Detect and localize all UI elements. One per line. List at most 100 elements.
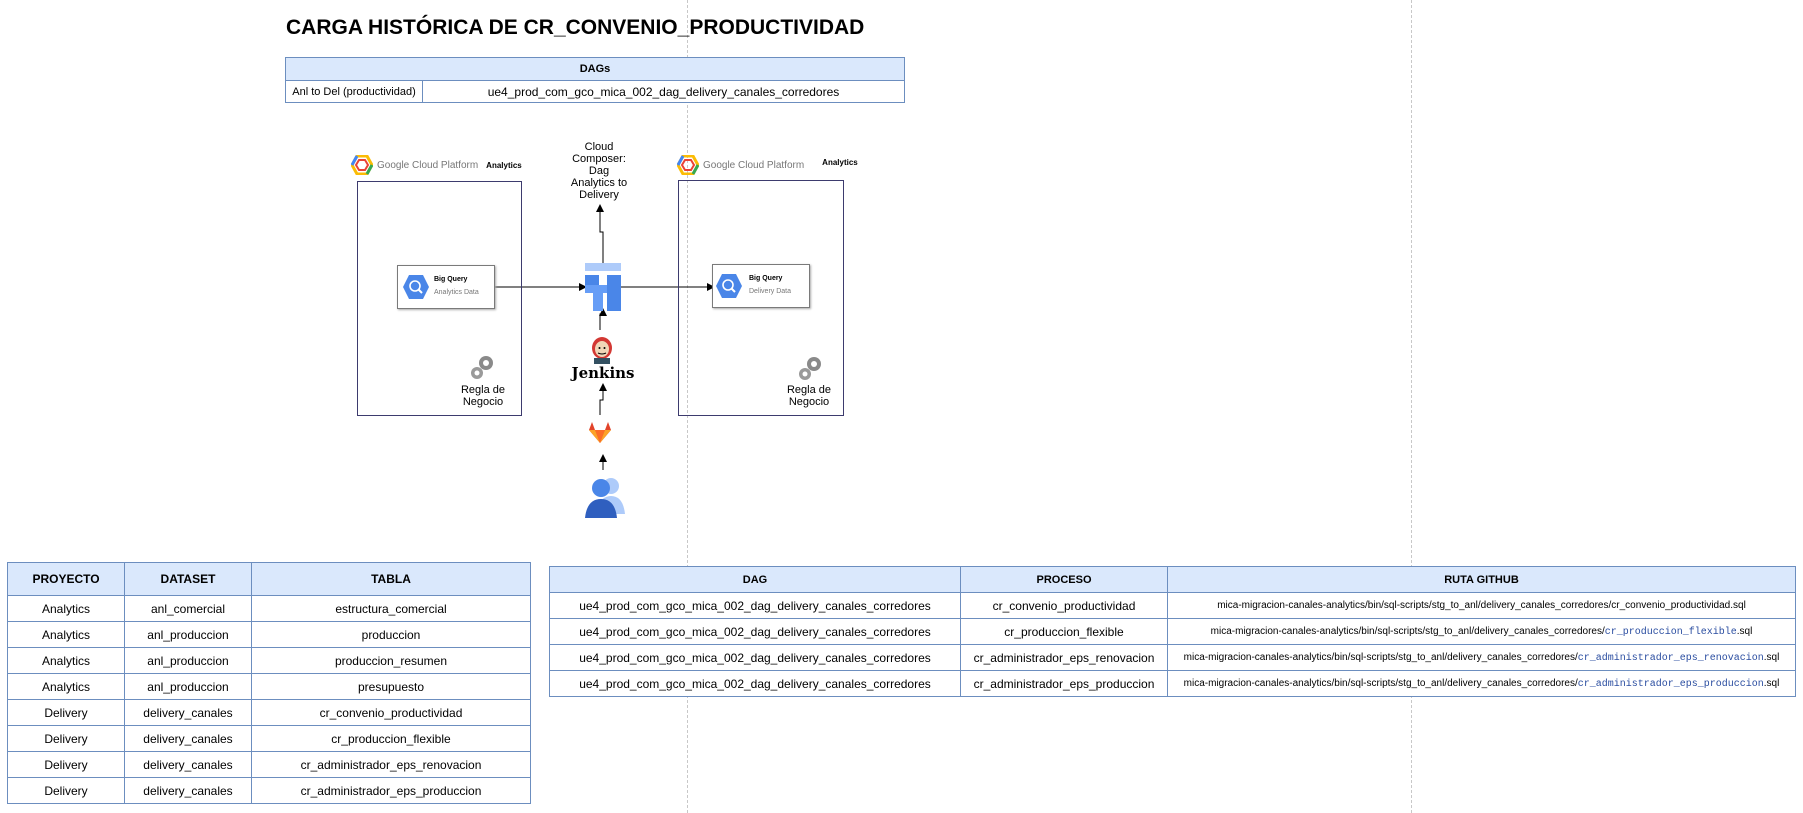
bigquery-icon (403, 275, 429, 299)
left-bq-sub: Analytics Data (434, 289, 479, 296)
ruta-mono-text: cr_administrador_eps_produccion (1577, 678, 1764, 690)
dags-header: DAGs (285, 57, 905, 81)
google-cloud-logo-icon (351, 155, 373, 175)
header-tabla: TABLA (251, 562, 531, 596)
ruta-prefix-text: mica-migracion-canales-analytics/bin/sql… (1210, 625, 1605, 637)
ruta-suffix-text: .sql (1763, 651, 1780, 663)
cell-tabla: cr_convenio_productividad (251, 699, 531, 726)
cell-proceso: cr_administrador_eps_renovacion (960, 644, 1168, 671)
ruta-suffix-text: .sql (1736, 625, 1753, 637)
cell-proyecto: Delivery (7, 725, 125, 752)
jenkins-label: Jenkins (571, 364, 635, 382)
cell-tabla: estructura_comercial (251, 595, 531, 622)
cell-dag: ue4_prod_com_gco_mica_002_dag_delivery_c… (549, 670, 961, 697)
gcp-logo-text: Google Cloud Platform (703, 159, 805, 171)
page-break-line (687, 0, 688, 813)
gears-icon (799, 357, 821, 380)
header-dataset: DATASET (124, 562, 252, 596)
cell-dataset: delivery_canales (124, 777, 252, 804)
ruta-mono-text: cr_administrador_eps_renovacion (1577, 652, 1764, 664)
page-break-line (1411, 0, 1412, 813)
cell-dataset: delivery_canales (124, 751, 252, 778)
cell-proyecto: Analytics (7, 621, 125, 648)
arrow-composer-to-label (596, 204, 604, 265)
dag-process-table: DAG PROCESO RUTA GITHUB ue4_prod_com_gco… (549, 566, 1796, 697)
regla-line-2: Negocio (788, 396, 830, 408)
table-row: ue4_prod_com_gco_mica_002_dag_delivery_c… (549, 592, 1796, 619)
ruta-suffix-text: .sql (1763, 677, 1780, 689)
dags-table: DAGs Anl to Del (productividad) ue4_prod… (285, 57, 905, 103)
left-scope-label: Analytics (486, 160, 522, 170)
bigquery-icon (716, 274, 742, 298)
cell-dataset: anl_produccion (124, 673, 252, 700)
composer-label-line: Delivery (579, 189, 619, 201)
cell-dataset: anl_produccion (124, 647, 252, 674)
jenkins-icon (592, 337, 612, 364)
cell-tabla: presupuesto (251, 673, 531, 700)
right-bq-sub: Delivery Data (749, 288, 792, 295)
right-bq-name: Big Query (749, 275, 783, 282)
regla-line-2: Negocio (462, 396, 504, 408)
page-title: CARGA HISTÓRICA DE CR_CONVENIO_PRODUCTIV… (286, 16, 865, 39)
composer-label-line: Analytics to (570, 177, 628, 189)
regla-line-1: Regla de (786, 384, 832, 396)
arrow-gitlab-to-jenkins (599, 383, 607, 415)
cell-tabla: cr_produccion_flexible (251, 725, 531, 752)
regla-line-1: Regla de (460, 384, 506, 396)
right-gcp-logo: Google Cloud Platform Analytics (677, 155, 858, 175)
left-gcp-logo: Google Cloud Platform Analytics (351, 155, 522, 175)
cell-ruta-github: mica-migracion-canales-analytics/bin/sql… (1167, 670, 1796, 697)
dags-row-value: ue4_prod_com_gco_mica_002_dag_delivery_c… (422, 80, 905, 103)
cell-dag: ue4_prod_com_gco_mica_002_dag_delivery_c… (549, 592, 961, 619)
left-regla-label: Regla de Negocio (457, 384, 509, 408)
ruta-prefix-text: mica-migracion-canales-analytics/bin/sql… (1217, 599, 1746, 611)
cell-dag: ue4_prod_com_gco_mica_002_dag_delivery_c… (549, 644, 961, 671)
cell-tabla: produccion (251, 621, 531, 648)
cell-proceso: cr_administrador_eps_produccion (960, 670, 1168, 697)
cell-ruta-github: mica-migracion-canales-analytics/bin/sql… (1167, 618, 1796, 645)
ruta-mono-text: cr_produccion_flexible (1604, 626, 1737, 638)
gitlab-icon (589, 422, 611, 443)
right-bigquery-card: Big Query Delivery Data (712, 264, 810, 308)
cloud-composer-icon (585, 263, 621, 311)
cell-proyecto: Delivery (7, 699, 125, 726)
right-gcp-project-box (678, 180, 844, 416)
cell-proceso: cr_produccion_flexible (960, 618, 1168, 645)
left-bq-name: Big Query (434, 276, 468, 283)
cell-proceso: cr_convenio_productividad (960, 592, 1168, 619)
cell-dag: ue4_prod_com_gco_mica_002_dag_delivery_c… (549, 618, 961, 645)
composer-label: Cloud Composer: Dag Analytics to Deliver… (568, 141, 630, 201)
composer-label-line: Cloud (584, 141, 614, 153)
left-gcp-project-box (357, 181, 522, 416)
google-cloud-logo-icon (677, 155, 699, 175)
cell-proyecto: Analytics (7, 673, 125, 700)
cell-proyecto: Delivery (7, 777, 125, 804)
arrow-jenkins-to-composer (599, 308, 607, 330)
table-row: ue4_prod_com_gco_mica_002_dag_delivery_c… (549, 644, 1796, 671)
cell-tabla: cr_administrador_eps_renovacion (251, 751, 531, 778)
cell-ruta-github: mica-migracion-canales-analytics/bin/sql… (1167, 592, 1796, 619)
cell-tabla: cr_administrador_eps_produccion (251, 777, 531, 804)
cell-dataset: delivery_canales (124, 725, 252, 752)
ruta-prefix-text: mica-migracion-canales-analytics/bin/sql… (1183, 651, 1578, 663)
cell-proyecto: Analytics (7, 647, 125, 674)
header-proyecto: PROYECTO (7, 562, 125, 596)
gears-icon (471, 356, 493, 379)
users-icon (585, 478, 625, 518)
table-row: ue4_prod_com_gco_mica_002_dag_delivery_c… (549, 670, 1796, 697)
gcp-logo-text: Google Cloud Platform (377, 159, 479, 171)
cell-dataset: delivery_canales (124, 699, 252, 726)
cell-dataset: anl_produccion (124, 621, 252, 648)
header-proceso: PROCESO (960, 566, 1168, 593)
table-row: ue4_prod_com_gco_mica_002_dag_delivery_c… (549, 618, 1796, 645)
header-ruta-github: RUTA GITHUB (1167, 566, 1796, 593)
cell-proyecto: Delivery (7, 751, 125, 778)
